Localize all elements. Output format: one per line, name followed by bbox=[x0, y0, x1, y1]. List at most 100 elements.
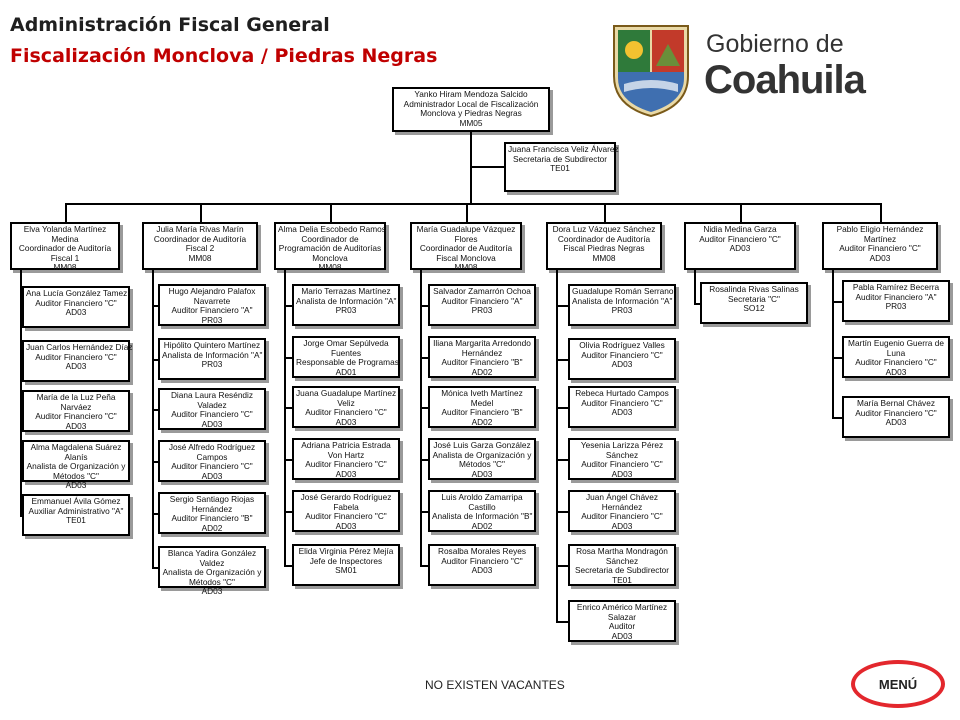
box-text-line: José Alfredo Rodríguez bbox=[168, 442, 256, 452]
box-text-line: Coordinador de Auditoría bbox=[153, 233, 247, 244]
box-text-line: Jefe de Inspectores bbox=[309, 555, 383, 566]
connector-member bbox=[20, 411, 22, 413]
box-text-line: Fabela bbox=[333, 501, 359, 512]
box-text-line: Luis Aroldo Zamarripa bbox=[441, 492, 523, 502]
connector-member bbox=[152, 567, 158, 569]
box-text-line: Mario Terrazas Martínez bbox=[301, 286, 391, 296]
box-text-line: Martínez bbox=[863, 233, 897, 244]
box-text-line: Auditor Financiero "C" bbox=[305, 511, 387, 521]
page-title: Administración Fiscal General bbox=[10, 14, 330, 36]
connector-member bbox=[556, 621, 568, 623]
box-text-line: Coordinador de Auditoría bbox=[557, 233, 651, 244]
box-text-line: TE01 bbox=[612, 574, 632, 585]
box-text-line: Narváez bbox=[60, 401, 92, 412]
logo-text-gobierno: Gobierno de bbox=[706, 30, 844, 58]
box-text-line: Fiscal 2 bbox=[185, 243, 215, 253]
box-text-line: PR03 bbox=[611, 305, 633, 315]
box-text-line: Auditor Financiero "C" bbox=[699, 233, 781, 244]
box-text-line: Dora Luz Vázquez Sánchez bbox=[552, 224, 656, 234]
box-text-line: Analista de Organización y bbox=[162, 567, 262, 577]
box-text-line: Secretaria "C" bbox=[727, 293, 780, 304]
box-text-line: AD03 bbox=[65, 361, 87, 371]
box-text-line: Programación de Auditorías bbox=[278, 243, 382, 253]
box-text-line: Secretaria de Subdirector bbox=[574, 565, 670, 575]
box-text-line: Sánchez bbox=[605, 555, 639, 566]
connector-member bbox=[556, 359, 568, 361]
box-text-line: Hernández bbox=[191, 503, 233, 514]
box-text-line: Martín Eugenio Guerra de bbox=[848, 338, 944, 348]
menu-button[interactable]: MENÚ bbox=[851, 660, 945, 708]
box-text-line: Rosalinda Rivas Salinas bbox=[709, 284, 799, 294]
box-text-line: Enrico Américo Martínez bbox=[576, 602, 668, 612]
box-text-line: MM08 bbox=[53, 262, 77, 272]
box-text-line: Nidia Medina Garza bbox=[703, 224, 777, 234]
box-text-line: PR03 bbox=[201, 359, 223, 369]
box-text-line: AD03 bbox=[201, 586, 223, 596]
connector-member bbox=[20, 307, 22, 309]
box-text-line: AD03 bbox=[611, 359, 633, 369]
box-text-line: Auditor Financiero "C" bbox=[839, 243, 921, 253]
box-text-line: Alma Magdalena Suárez bbox=[30, 442, 122, 452]
box-text-line: María Bernal Chávez bbox=[857, 398, 935, 408]
box-text-line: AD03 bbox=[335, 520, 357, 531]
connector-column-drop bbox=[880, 203, 882, 222]
box-text-line: AD03 bbox=[65, 420, 87, 431]
box-text-line: PR03 bbox=[201, 314, 223, 325]
connector-member bbox=[152, 409, 158, 411]
connector-column-drop bbox=[200, 203, 202, 222]
connector-member bbox=[420, 305, 428, 307]
box-text-line: AD03 bbox=[201, 470, 223, 481]
box-text-line: José Luis Garza González bbox=[433, 440, 531, 450]
box-text-line: Métodos "C" bbox=[458, 459, 505, 469]
connector-member bbox=[556, 459, 568, 461]
box-text-line: Auditor Financiero "A" bbox=[171, 305, 253, 315]
box-text-line: Hipólito Quintero Martínez bbox=[163, 340, 261, 350]
box-text-line: Auditor Financiero "C" bbox=[581, 397, 663, 408]
connector-member bbox=[420, 565, 428, 567]
connector-member bbox=[694, 303, 700, 305]
box-text-line: Ana Lucía González Tamez bbox=[26, 288, 128, 298]
connector-member bbox=[152, 513, 158, 515]
box-text-line: Coordinador de Auditoría bbox=[419, 243, 513, 253]
box-text-line: Alanís bbox=[64, 451, 88, 462]
connector-member bbox=[284, 565, 292, 567]
connector-column-drop bbox=[740, 203, 742, 222]
box-text-line: María Guadalupe Vázquez bbox=[416, 224, 516, 234]
page-subtitle: Fiscalización Monclova / Piedras Negras bbox=[10, 45, 438, 67]
box-text-line: Julia María Rivas Marín bbox=[156, 224, 244, 234]
box-text-line: Auditor Financiero "C" bbox=[171, 461, 253, 471]
box-text-line: Analista de Información "A" bbox=[296, 295, 397, 306]
box-text-line: AD03 bbox=[611, 630, 633, 641]
box-text-line: Monclova y Piedras Negras bbox=[420, 108, 522, 118]
connector-member bbox=[420, 511, 428, 513]
connector-member bbox=[284, 357, 292, 359]
box-text-line: TE01 bbox=[66, 515, 86, 525]
vacancy-note: NO EXISTEN VACANTES bbox=[425, 678, 565, 692]
box-text-line: Auditor Financiero "C" bbox=[581, 349, 663, 360]
box-text-line: Yesenia Larizza Pérez bbox=[580, 440, 664, 450]
connector-member bbox=[20, 361, 22, 363]
box-text-line: AD03 bbox=[885, 366, 907, 377]
box-text-line: AD02 bbox=[471, 416, 493, 427]
box-text-line: Rosa Martha Mondragón bbox=[576, 546, 668, 556]
box-text-line: MM08 bbox=[318, 262, 342, 272]
box-text-line: Auditor Financiero "C" bbox=[855, 407, 937, 418]
